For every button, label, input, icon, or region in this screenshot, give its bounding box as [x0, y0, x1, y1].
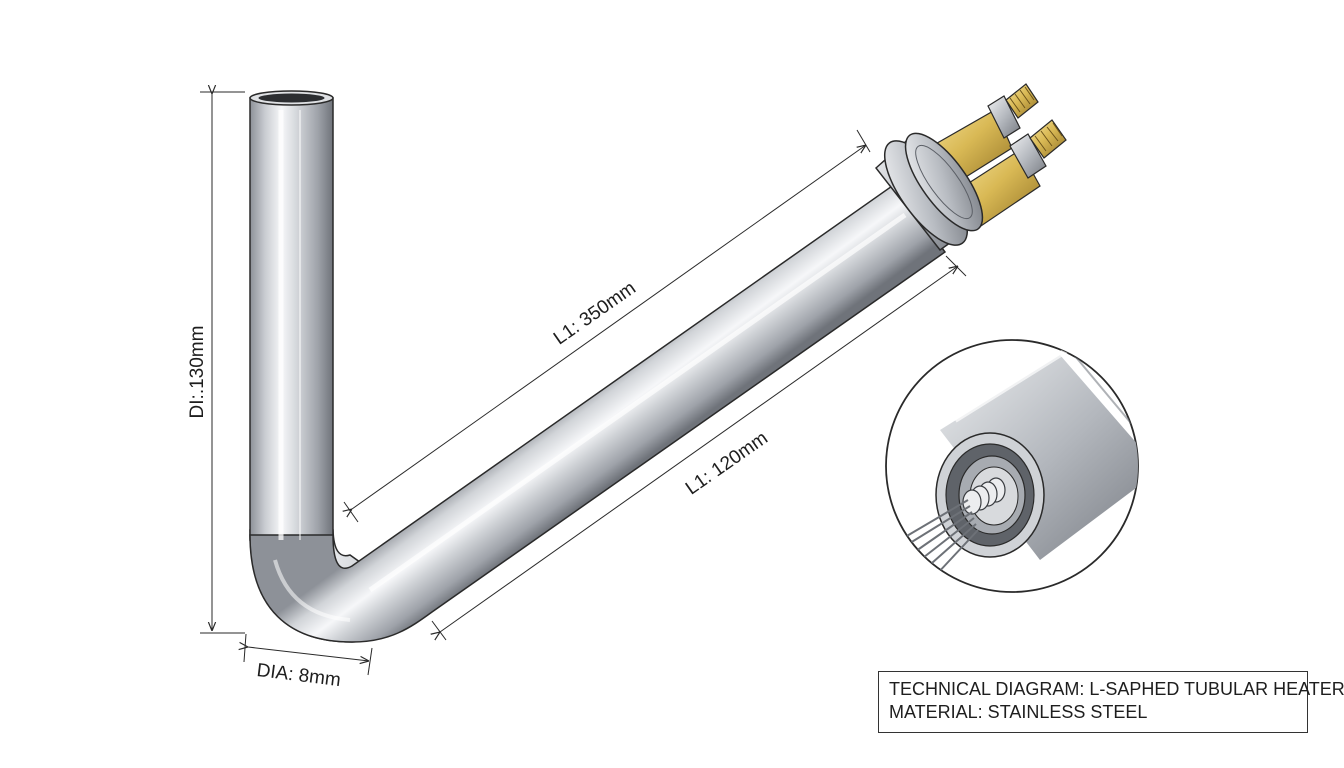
bend-highlight: [273, 559, 351, 622]
tube-diagonal-highlight: [368, 212, 907, 593]
dimension-short-length: L1: 120mm: [432, 255, 967, 640]
tube-vertical-segment: [249, 97, 334, 541]
terminal-upper-nut: [987, 95, 1021, 139]
dimension-vertical: DI:.130mm: [187, 92, 245, 634]
caption-box: TECHNICAL DIAGRAM: L-SAPHED TUBULAR HEAT…: [878, 671, 1344, 733]
cross-section-detail: [885, 339, 1139, 593]
l-shaped-tube: [249, 90, 947, 643]
tube-bore: [258, 93, 325, 103]
terminal-assembly: [874, 83, 1067, 252]
flange: [874, 132, 984, 252]
terminal-upper-thread: [1005, 83, 1039, 119]
terminal-lower-nut: [1009, 133, 1047, 179]
tube-diagonal-segment: [249, 182, 947, 643]
dimension-vertical-label: DI:.130mm: [187, 326, 208, 419]
caption-title: TECHNICAL DIAGRAM: L-SAPHED TUBULAR HEAT…: [889, 679, 1344, 699]
dimension-diameter-label: DIA: 8mm: [255, 660, 341, 691]
dimension-short-length-label: L1: 120mm: [682, 428, 772, 500]
caption-material: MATERIAL: STAINLESS STEEL: [889, 702, 1148, 722]
dimension-long-length-label: L1: 350mm: [550, 278, 640, 350]
